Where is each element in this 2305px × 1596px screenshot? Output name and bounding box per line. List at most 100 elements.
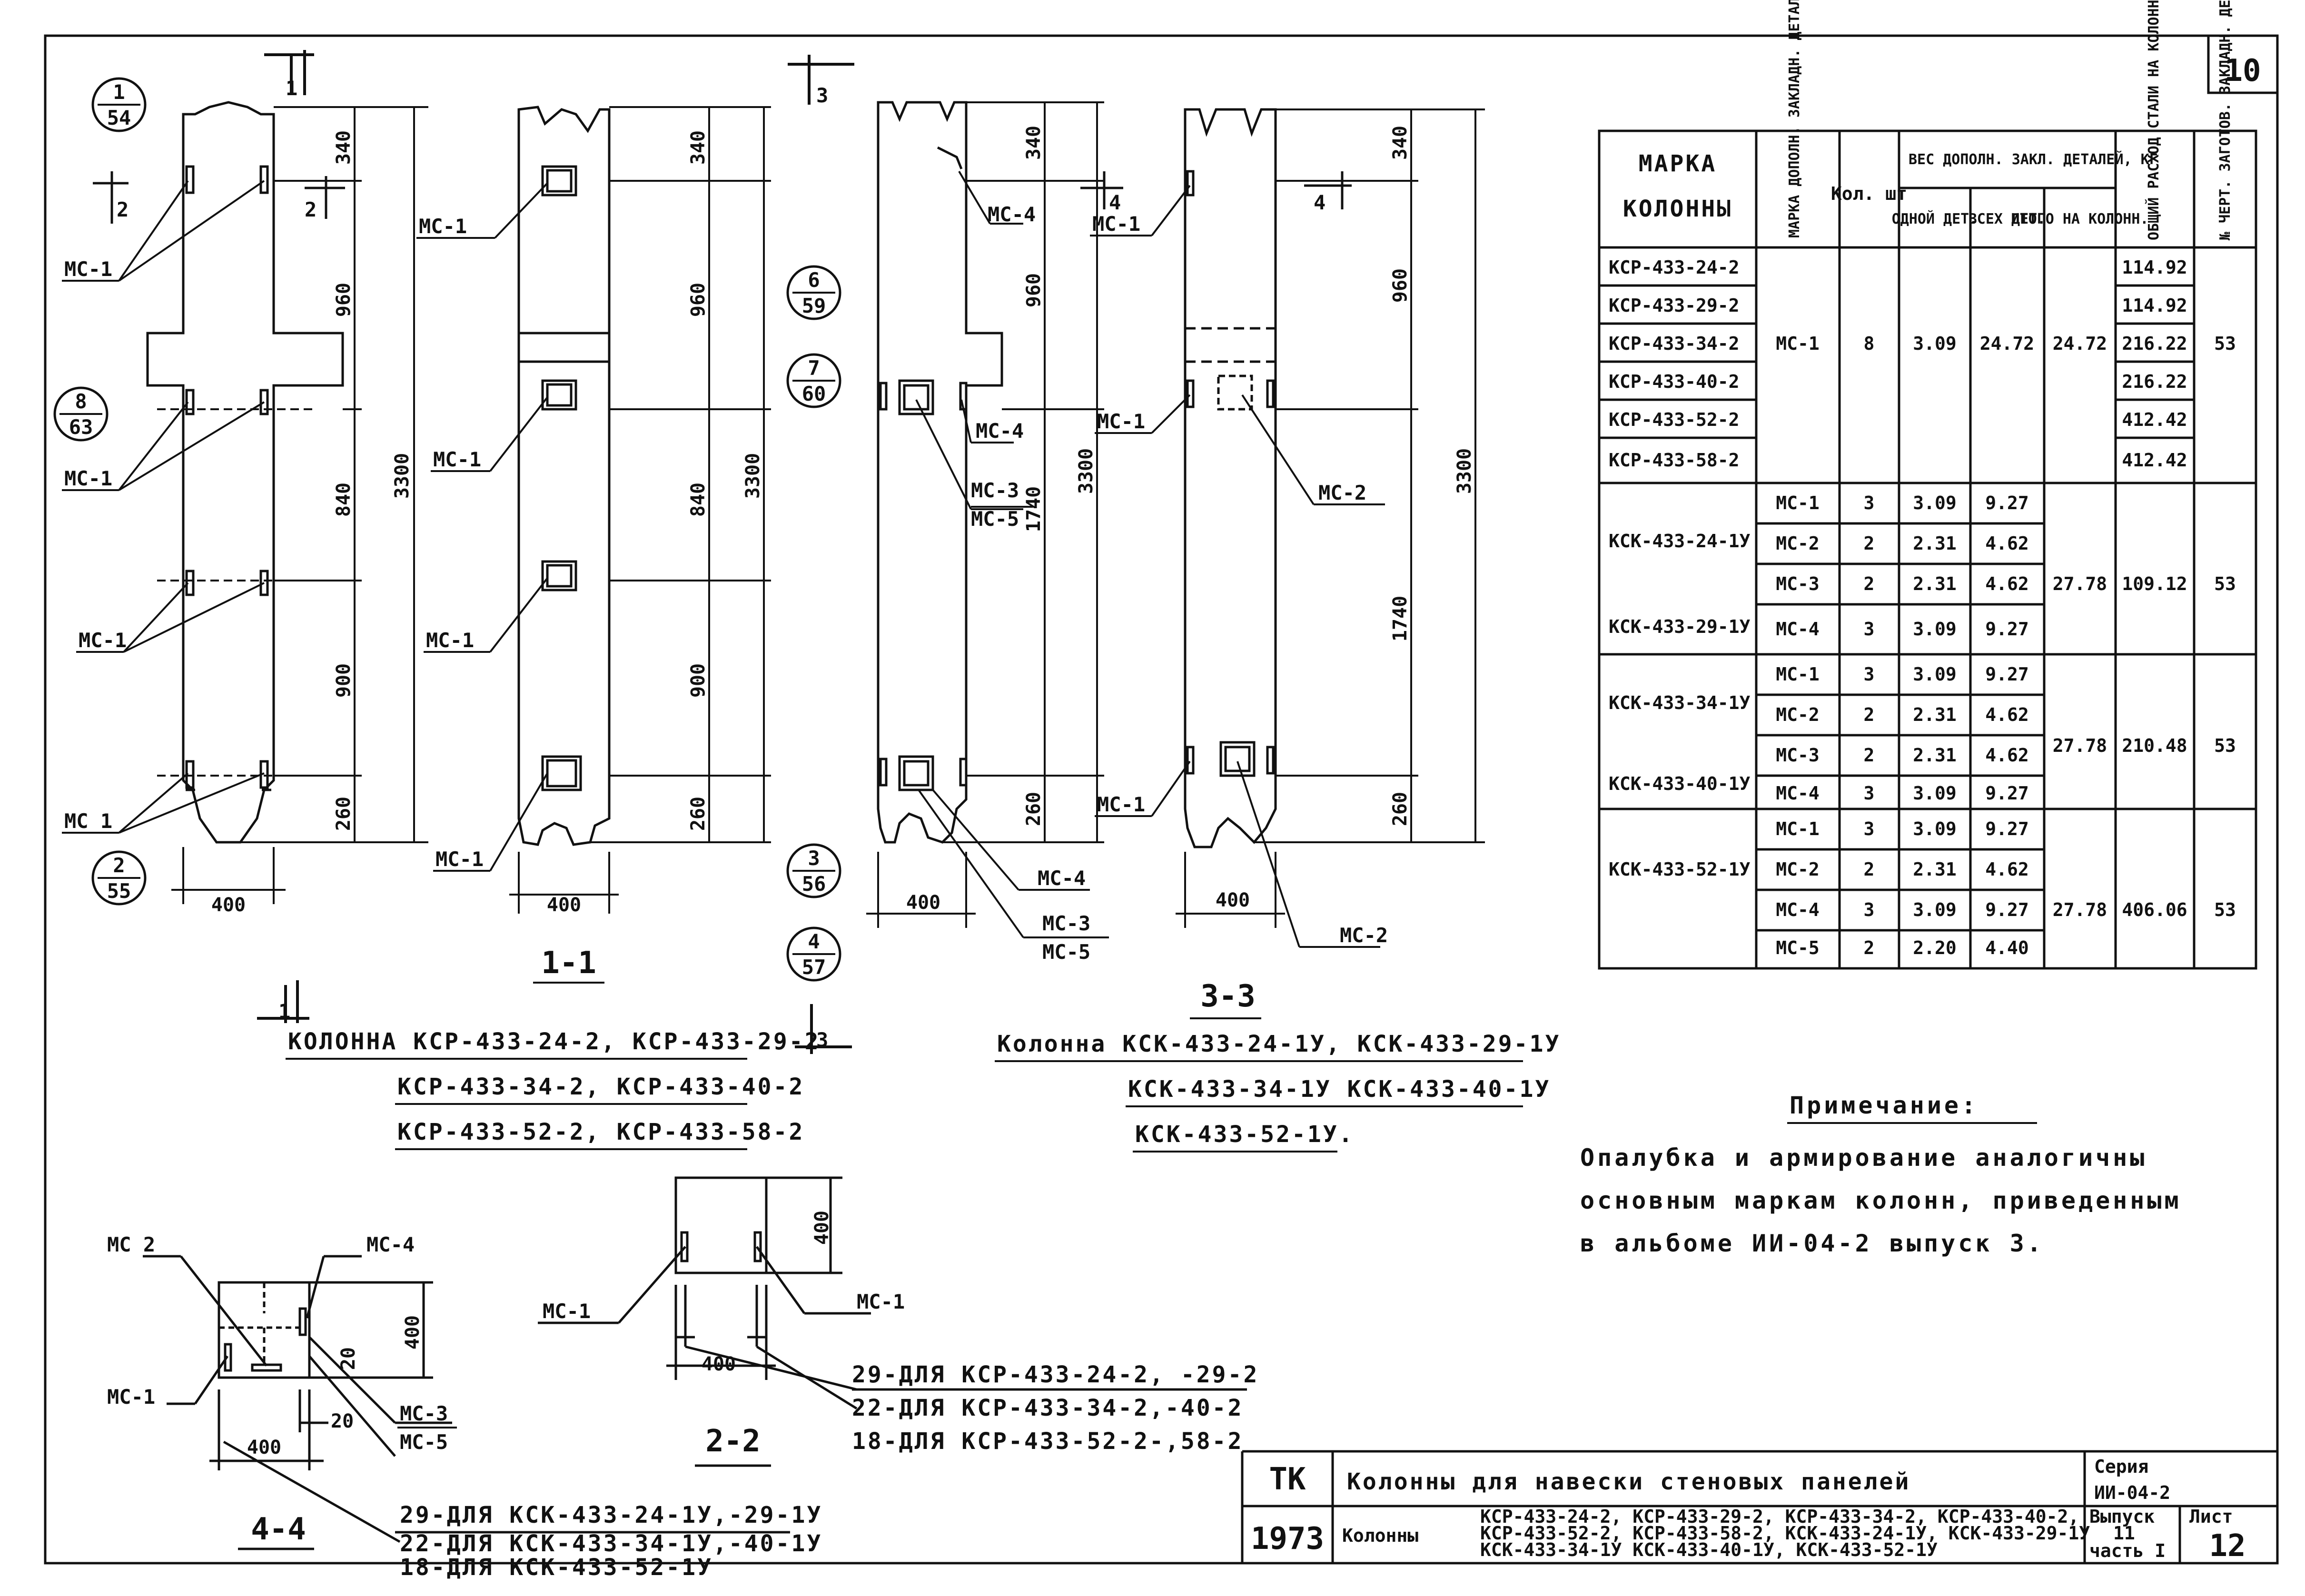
col2-dims: 340 960 840 900 260 3300 400 <box>547 130 764 916</box>
svg-text:МС-4: МС-4 <box>1776 783 1820 804</box>
stamp-issue: 11 <box>2113 1523 2135 1544</box>
svg-text:216.22: 216.22 <box>2122 371 2187 392</box>
svg-text:9.27: 9.27 <box>1985 664 2029 685</box>
svg-text:КСК-433-52-1У: КСК-433-52-1У <box>1609 859 1751 880</box>
svg-text:960: 960 <box>333 283 355 317</box>
callout-6-59: 6 59 <box>786 265 841 320</box>
section-4-4 <box>143 1255 790 1550</box>
svg-text:МС-1: МС-1 <box>1776 493 1820 513</box>
callout-4-57: 4 57 <box>786 926 841 982</box>
svg-text:22-ДЛЯ КСК-433-34-1У,-40-1У: 22-ДЛЯ КСК-433-34-1У,-40-1У <box>400 1530 822 1557</box>
callout-1-54: 1 54 <box>91 77 147 132</box>
note-title: Примечание: <box>1790 1092 1979 1119</box>
section-cut-1-top <box>264 50 314 95</box>
dim-22-height: 400 <box>811 1211 833 1245</box>
label-mc3-c: МС-3 <box>400 1402 448 1425</box>
svg-text:МС-2: МС-2 <box>1776 704 1820 725</box>
column-section-3-3 <box>1184 108 1277 848</box>
svg-text:2.31: 2.31 <box>1913 704 1957 725</box>
svg-text:КСК-433-29-1У: КСК-433-29-1У <box>1609 616 1751 637</box>
section-2-2 <box>538 1176 1247 1467</box>
section-mark-1-bottom: 1 <box>278 1000 290 1023</box>
section-cut-2-left <box>93 171 129 224</box>
svg-text:340: 340 <box>687 130 709 165</box>
caption-col3-line2: КСК-433-34-1У КСК-433-40-1У <box>1128 1076 1551 1103</box>
svg-text:3: 3 <box>1864 899 1875 920</box>
label-mc1-d: МС 1 <box>64 809 112 833</box>
svg-text:3.09: 3.09 <box>1913 783 1957 804</box>
svg-text:МС-3: МС-3 <box>1776 745 1820 766</box>
col4-dims: 340 960 1740 260 3300 400 <box>1216 126 1475 911</box>
label-mc1-h: МС-1 <box>435 847 484 871</box>
note-line-1: Опалубка и армирование аналогичны <box>1580 1144 2147 1172</box>
svg-text:24.72: 24.72 <box>1980 333 2034 354</box>
svg-text:2.31: 2.31 <box>1913 859 1957 880</box>
svg-text:400: 400 <box>547 894 581 916</box>
section-mark-2b: 2 <box>305 198 317 221</box>
svg-text:3: 3 <box>1864 818 1875 839</box>
svg-text:840: 840 <box>333 483 355 517</box>
section-title-4-4: 4-4 <box>251 1512 306 1547</box>
svg-text:2: 2 <box>1864 745 1875 766</box>
svg-text:4: 4 <box>808 930 820 953</box>
svg-text:9.27: 9.27 <box>1985 818 2029 839</box>
svg-text:КСК-433-34-1У: КСК-433-34-1У <box>1609 692 1751 713</box>
th-total: ИТОГО НА КОЛОНН. <box>2011 211 2149 227</box>
svg-text:3.09: 3.09 <box>1913 664 1957 685</box>
label-mc4-c: МС-4 <box>1038 867 1086 890</box>
sheet-number-box: 10 <box>2207 36 2277 94</box>
svg-text:9.27: 9.27 <box>1985 783 2029 804</box>
svg-text:4.62: 4.62 <box>1985 573 2029 594</box>
svg-text:1: 1 <box>113 80 125 104</box>
svg-text:53: 53 <box>2214 899 2236 920</box>
svg-text:6: 6 <box>808 268 820 292</box>
svg-text:2.31: 2.31 <box>1913 745 1957 766</box>
section-mark-4b: 4 <box>1314 191 1326 214</box>
title-block: ТК 1973 Колонны для навески стеновых пан… <box>1241 1450 2277 1564</box>
caption-col3: Колонна КСК-433-24-1У, КСК-433-29-1У КСК… <box>995 1031 1559 1153</box>
svg-text:МС-5: МС-5 <box>1776 937 1820 958</box>
section-title-2-2: 2-2 <box>705 1424 761 1459</box>
stamp-part: часть I <box>2089 1540 2166 1561</box>
svg-text:29-ДЛЯ КСР-433-24-2, -29-2: 29-ДЛЯ КСР-433-24-2, -29-2 <box>852 1361 1259 1388</box>
section-mark-1: 1 <box>286 77 297 100</box>
svg-text:МС-2: МС-2 <box>1776 859 1820 880</box>
col1-leaders <box>62 180 314 834</box>
col1-dims: 340 960 840 900 260 3300 400 <box>211 130 413 916</box>
note-block: Примечание: Опалубка и армирование анало… <box>1580 1092 2179 1257</box>
svg-text:27.78: 27.78 <box>2053 899 2107 920</box>
dim-44-width: 400 <box>247 1437 281 1458</box>
callout-7-60: 7 60 <box>786 353 841 408</box>
table-group-1: КСР-433-24-2 КСР-433-29-2 КСР-433-34-2 К… <box>1609 257 2236 471</box>
svg-text:59: 59 <box>802 294 826 317</box>
svg-text:8: 8 <box>75 390 87 413</box>
column-section-1-1 <box>517 106 611 846</box>
stamp-series: ИИ-04-2 <box>2094 1482 2170 1503</box>
callout-2-55: 2 55 <box>91 850 147 906</box>
stamp-marks-1: КСР-433-24-2, КСР-433-29-2, КСР-433-34-2… <box>1480 1506 2079 1527</box>
svg-text:4.62: 4.62 <box>1985 533 2029 554</box>
svg-text:2: 2 <box>1864 859 1875 880</box>
svg-text:18-ДЛЯ КСР-433-52-2-,58-2: 18-ДЛЯ КСР-433-52-2-,58-2 <box>852 1428 1243 1455</box>
svg-text:22-ДЛЯ КСР-433-34-2,-40-2: 22-ДЛЯ КСР-433-34-2,-40-2 <box>852 1395 1243 1421</box>
svg-text:8: 8 <box>1864 333 1875 354</box>
svg-text:109.12: 109.12 <box>2122 573 2187 594</box>
svg-text:КСР-433-58-2: КСР-433-58-2 <box>1609 450 1740 471</box>
svg-text:МС-1: МС-1 <box>1776 664 1820 685</box>
svg-text:9.27: 9.27 <box>1985 899 2029 920</box>
svg-text:4.62: 4.62 <box>1985 704 2029 725</box>
label-mc4-b: МС-4 <box>976 419 1024 443</box>
stamp-series-label: Серия <box>2094 1456 2148 1477</box>
svg-text:КСК-433-24-1У: КСК-433-24-1У <box>1609 531 1751 552</box>
column-elevation-3 <box>877 101 1003 844</box>
svg-text:57: 57 <box>802 956 826 979</box>
svg-text:24.72: 24.72 <box>2053 333 2107 354</box>
svg-text:КСР-433-40-2: КСР-433-40-2 <box>1609 371 1740 392</box>
th-drawing: № ЧЕРТ. ЗАГОТОВ. ЗАКЛАДН. ДЕТАЛИ <box>2217 0 2234 240</box>
svg-text:400: 400 <box>211 894 246 916</box>
label-mc5-a: МС-5 <box>971 507 1019 531</box>
svg-text:КСК-433-40-1У: КСК-433-40-1У <box>1609 773 1751 794</box>
svg-text:7: 7 <box>808 356 820 380</box>
svg-text:900: 900 <box>333 663 355 698</box>
